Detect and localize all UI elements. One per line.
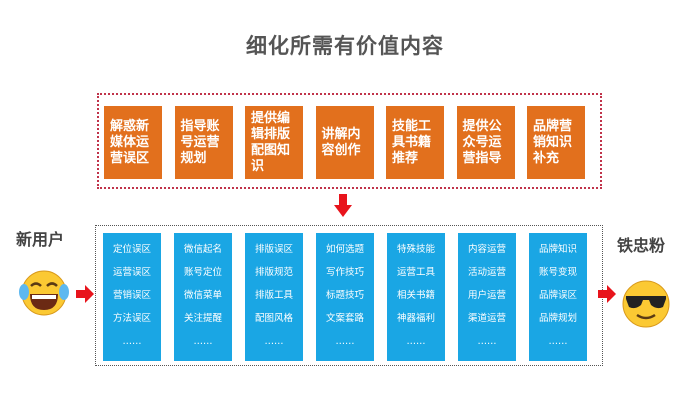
topic-card: 排版误区排版规范排版工具配图风格 …… bbox=[245, 233, 303, 361]
topic-item: 营销误区 bbox=[112, 290, 151, 301]
topic-item: …… bbox=[477, 336, 497, 347]
topic-item: 账号变现 bbox=[538, 267, 577, 278]
topic-item: 关注提醒 bbox=[183, 313, 222, 324]
page-title: 细化所需有价值内容 bbox=[246, 34, 444, 58]
topic-item: 内容运营 bbox=[467, 244, 506, 255]
topic-item: 排版误区 bbox=[254, 244, 293, 255]
loyal-fan-label: 铁忠粉 bbox=[617, 236, 666, 255]
topic-item: 账号定位 bbox=[183, 267, 222, 278]
topic-item: …… bbox=[335, 336, 355, 347]
topic-item: …… bbox=[193, 336, 213, 347]
topic-item: 写作技巧 bbox=[325, 267, 364, 278]
down-arrow-icon bbox=[334, 194, 352, 217]
topic-item: 品牌规划 bbox=[538, 313, 577, 324]
topic-item: 运营工具 bbox=[396, 267, 435, 278]
topic-item: 方法误区 bbox=[112, 313, 151, 324]
topic-item: 特殊技能 bbox=[396, 244, 435, 255]
topic-item: 如何选题 bbox=[325, 244, 364, 255]
need-card: 解惑新媒体运营误区 bbox=[104, 106, 162, 179]
topic-item: 运营误区 bbox=[112, 267, 151, 278]
topic-item: 活动运营 bbox=[467, 267, 506, 278]
need-card: 技能工具书籍推荐 bbox=[386, 106, 444, 179]
topic-item: 微信起名 bbox=[183, 244, 222, 255]
right-arrow-icon bbox=[598, 285, 616, 303]
topic-item: 排版规范 bbox=[254, 267, 293, 278]
topic-item: 品牌知识 bbox=[538, 244, 577, 255]
need-card: 提供编辑排版配图知识 bbox=[245, 106, 303, 179]
topic-item: …… bbox=[406, 336, 426, 347]
need-card: 提供公众号运营指导 bbox=[456, 106, 515, 179]
topic-item: 排版工具 bbox=[254, 290, 293, 301]
needs-container bbox=[97, 93, 602, 189]
topic-item: …… bbox=[264, 336, 284, 347]
topic-card: 如何选题写作技巧标题技巧文案套路 …… bbox=[316, 233, 374, 361]
topic-item: 标题技巧 bbox=[325, 290, 364, 301]
topic-item: 配图风格 bbox=[254, 313, 293, 324]
laughing-tears-emoji-icon bbox=[19, 270, 69, 316]
sunglasses-emoji-icon bbox=[622, 280, 670, 328]
new-user-label: 新用户 bbox=[16, 230, 65, 249]
right-arrow-icon bbox=[76, 285, 94, 303]
topic-card: 品牌知识账号变现品牌误区品牌规划 …… bbox=[529, 233, 587, 361]
topic-item: 相关书籍 bbox=[396, 290, 435, 301]
topic-item: …… bbox=[122, 336, 142, 347]
need-card: 品牌营销知识补充 bbox=[527, 106, 585, 179]
topic-item: 品牌误区 bbox=[538, 290, 577, 301]
need-card: 指导账号运营规划 bbox=[174, 106, 233, 179]
topic-card: 内容运营活动运营用户运营渠道运营 …… bbox=[458, 233, 516, 361]
topic-item: 微信菜单 bbox=[183, 290, 222, 301]
topic-item: 渠道运营 bbox=[467, 313, 506, 324]
need-card: 讲解内容创作 bbox=[315, 106, 374, 179]
topic-item: 用户运营 bbox=[467, 290, 506, 301]
topic-item: 定位误区 bbox=[112, 244, 151, 255]
topic-card: 特殊技能运营工具相关书籍神器福利 …… bbox=[387, 233, 445, 361]
topic-card: 微信起名账号定位微信菜单关注提醒 …… bbox=[174, 233, 232, 361]
topic-item: 神器福利 bbox=[396, 313, 435, 324]
topic-item: 文案套路 bbox=[325, 313, 364, 324]
topic-card: 定位误区运营误区营销误区方法误区 …… bbox=[103, 233, 161, 361]
topic-item: …… bbox=[548, 336, 568, 347]
